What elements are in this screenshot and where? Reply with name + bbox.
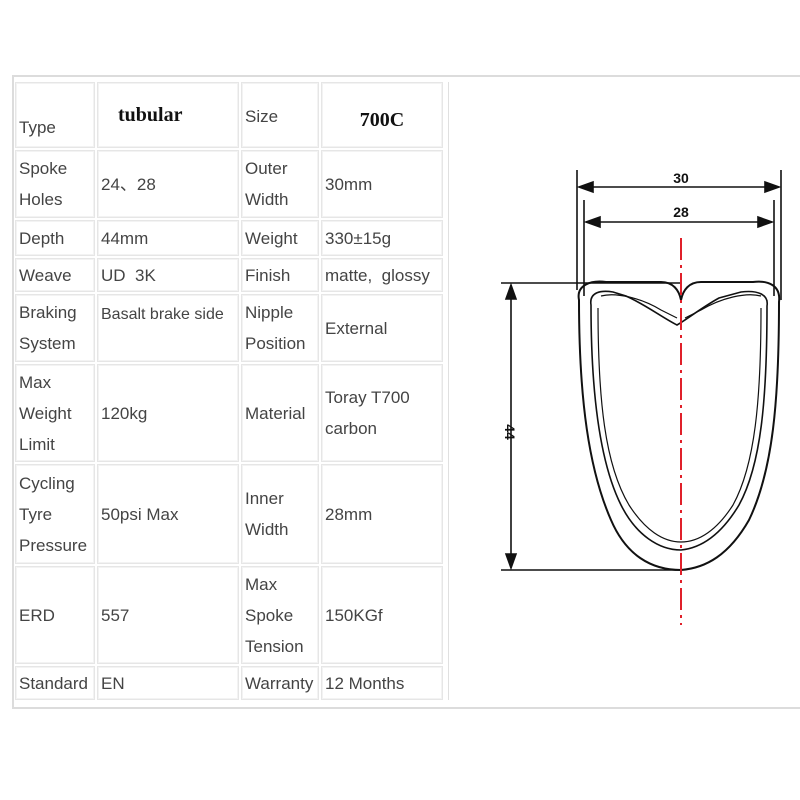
depth-dimension [501, 282, 681, 571]
spec-label-standard: Standard [15, 666, 95, 700]
spec-value-outer-width: 30mm [321, 150, 443, 218]
spec-label-inner-width: Inner Width [241, 464, 319, 564]
rim-wall-lines [597, 294, 762, 543]
spec-label-cycling-tyre-pressure: Cycling Tyre Pressure [15, 464, 95, 564]
spec-label-finish: Finish [241, 258, 319, 292]
spec-label-max-spoke-tension: Max Spoke Tension [241, 566, 319, 664]
spec-value-material: Toray T700 carbon [321, 364, 443, 462]
spec-value-spoke-holes: 24、28 [97, 150, 239, 218]
spec-value-depth: 44mm [97, 220, 239, 256]
inner-width-dimension [583, 200, 775, 296]
spec-value-inner-width: 28mm [321, 464, 443, 564]
spec-label-type: Type [15, 82, 95, 148]
spec-value-type: tubular [97, 82, 239, 148]
rim-inner-profile [590, 290, 768, 551]
spec-label-warranty: Warranty [241, 666, 319, 700]
spec-value-warranty: 12 Months [321, 666, 443, 700]
spec-label-erd: ERD [15, 566, 95, 664]
rim-profile-diagram: 30 28 44 [501, 170, 782, 625]
spec-value-nipple-position: External [321, 294, 443, 362]
spec-label-size: Size [241, 82, 319, 148]
rim-outer-profile [577, 280, 781, 572]
inner-width-label: 28 [673, 204, 689, 220]
spec-value-cycling-tyre-pressure: 50psi Max [97, 464, 239, 564]
spec-value-braking-system: Basalt brake side [97, 294, 239, 362]
spec-label-material: Material [241, 364, 319, 462]
spec-label-weight: Weight [241, 220, 319, 256]
outer-width-dimension [576, 170, 782, 300]
spec-value-weight: 330±15g [321, 220, 443, 256]
spec-label-max-weight-limit: Max Weight Limit [15, 364, 95, 462]
spec-value-finish: matte, glossy [321, 258, 443, 292]
depth-label: 44 [502, 424, 518, 440]
spec-value-erd: 557 [97, 566, 239, 664]
spec-label-outer-width: Outer Width [241, 150, 319, 218]
spec-label-weave: Weave [15, 258, 95, 292]
spec-label-spoke-holes: Spoke Holes [15, 150, 95, 218]
spec-label-depth: Depth [15, 220, 95, 256]
spec-value-standard: EN [97, 666, 239, 700]
spec-label-nipple-position: Nipple Position [241, 294, 319, 362]
outer-width-label: 30 [673, 170, 689, 186]
spec-value-weave: UD 3K [97, 258, 239, 292]
spec-value-max-spoke-tension: 150KGf [321, 566, 443, 664]
spec-label-braking-system: Braking System [15, 294, 95, 362]
rim-diagram-panel: 30 28 44 [448, 82, 800, 700]
spec-value-size: 700C [321, 82, 443, 148]
spec-value-max-weight-limit: 120kg [97, 364, 239, 462]
